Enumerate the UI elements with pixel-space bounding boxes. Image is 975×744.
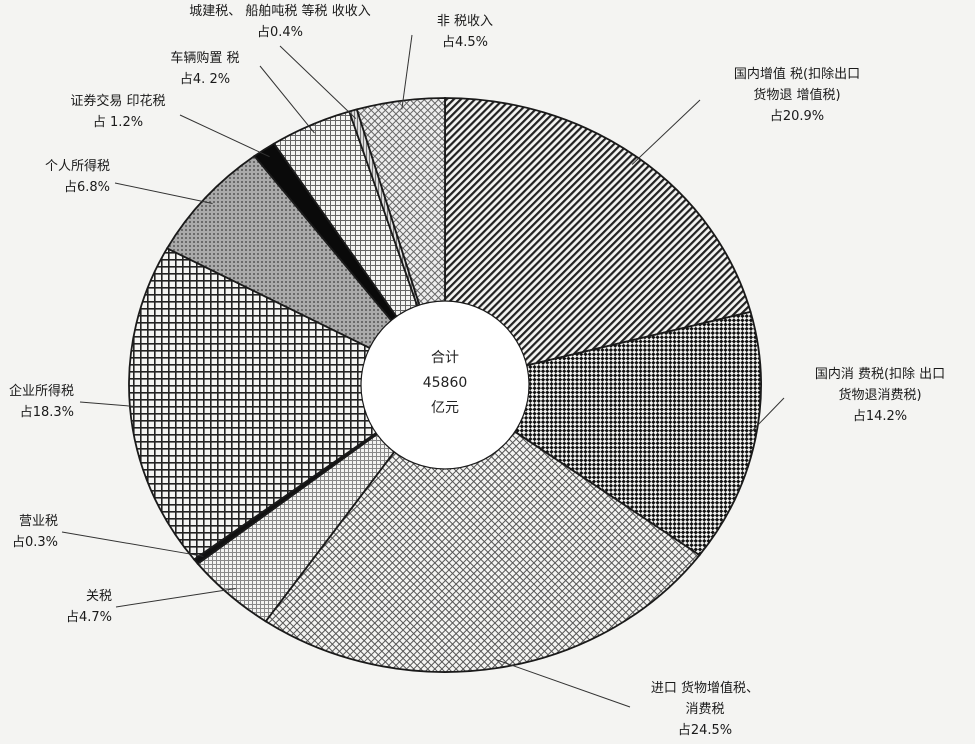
leader-line-10	[401, 34, 413, 110]
leader-line-2	[495, 659, 631, 708]
slice-label-8-line-0: 车辆购置 税	[170, 50, 239, 66]
slice-label-2-line-1: 消费税	[685, 702, 724, 717]
pie-slice-6	[165, 154, 446, 386]
center-label-line-2: 45860	[423, 375, 468, 391]
slice-label-1-line-2: 占14.2%	[853, 409, 907, 424]
slice-label-3-line-0: 关税	[86, 589, 112, 604]
pie-slice-5	[128, 247, 447, 561]
slice-label-10-line-1: 占4.5%	[442, 35, 488, 50]
leader-lines	[61, 34, 785, 708]
slice-label-4-line-1: 占0.3%	[12, 535, 58, 550]
slice-label-7-line-1: 占 1.2%	[93, 115, 143, 130]
leader-line-9	[279, 45, 357, 120]
leader-line-6	[114, 182, 213, 205]
slice-label-8-line-1: 占4. 2%	[180, 72, 230, 87]
slice-label-9-line-1: 占0.4%	[257, 25, 303, 40]
slice-label-5-line-0: 企业所得税	[9, 383, 74, 399]
slice-label-6-line-0: 个人所得税	[45, 158, 110, 174]
center-label-line-3: 亿元	[431, 400, 459, 416]
leader-line-3	[115, 588, 236, 608]
slice-label-1-line-1: 货物退消费税)	[838, 387, 921, 403]
slice-label-2-line-0: 进口 货物增值税、	[651, 680, 759, 696]
leader-line-0	[631, 99, 701, 165]
leader-line-4	[61, 531, 204, 557]
slice-label-10-line-0: 非 税收入	[437, 14, 493, 29]
leader-line-7	[179, 114, 270, 158]
slice-label-7-line-0: 证券交易 印花税	[70, 93, 165, 109]
leader-line-1	[745, 397, 785, 438]
center-label-line-1: 合计	[431, 350, 459, 366]
slice-label-1-line-0: 国内消 费税(扣除 出口	[815, 366, 945, 382]
slice-label-0-line-1: 货物退 增值税)	[753, 87, 840, 103]
center-hole	[360, 300, 530, 470]
slice-label-9-line-0: 城建税、 船舶吨税 等税 收收入	[189, 3, 370, 19]
slice-label-4-line-0: 营业税	[19, 514, 58, 529]
slice-label-5-line-1: 占18.3%	[20, 405, 74, 420]
leader-line-8	[259, 65, 315, 134]
slice-label-2-line-2: 占24.5%	[678, 723, 732, 738]
pie-slice-0	[444, 97, 752, 387]
slice-label-0-line-0: 国内增值 税(扣除出口	[734, 66, 860, 82]
slice-label-0-line-2: 占20.9%	[770, 109, 824, 124]
leader-line-5	[79, 401, 140, 408]
slice-label-3-line-1: 占4.7%	[66, 610, 112, 625]
pie-slice-2	[264, 383, 701, 673]
slice-label-6-line-1: 占6.8%	[64, 180, 110, 195]
